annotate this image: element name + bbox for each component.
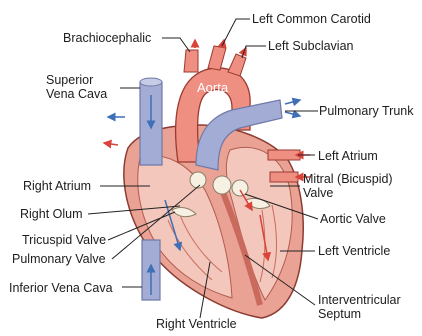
label-right-ventricle: Right Ventricle (156, 317, 237, 331)
left-subclavian-artery (228, 54, 246, 76)
label-left-subclavian: Left Subclavian (268, 39, 353, 53)
label-aorta: Aorta (197, 81, 228, 95)
left-common-carotid-artery (208, 46, 226, 70)
label-left-common-carotid: Left Common Carotid (252, 12, 371, 26)
label-aortic-valve: Aortic Valve (320, 212, 386, 226)
label-right-atrium: Right Atrium (23, 179, 91, 193)
label-inferior-vena-cava: Inferior Vena Cava (9, 281, 113, 295)
label-left-atrium: Left Atrium (318, 149, 378, 163)
brachiocephalic-artery (184, 50, 198, 72)
label-superior-vena-cava: Superior Vena Cava (46, 73, 107, 101)
label-mitral-valve: Mitral (Bicuspid) Valve (303, 172, 393, 200)
label-tricuspid-valve: Tricuspid Valve (22, 233, 106, 247)
label-pulmonary-valve: Pulmonary Valve (12, 252, 106, 266)
label-pulmonary-trunk: Pulmonary Trunk (319, 104, 413, 118)
label-interventricular-septum: Interventricular Septum (318, 293, 401, 321)
label-brachiocephalic: Brachiocephalic (63, 31, 151, 45)
label-right-olum: Right Olum (20, 207, 83, 221)
label-left-ventricle: Left Ventricle (318, 244, 390, 258)
